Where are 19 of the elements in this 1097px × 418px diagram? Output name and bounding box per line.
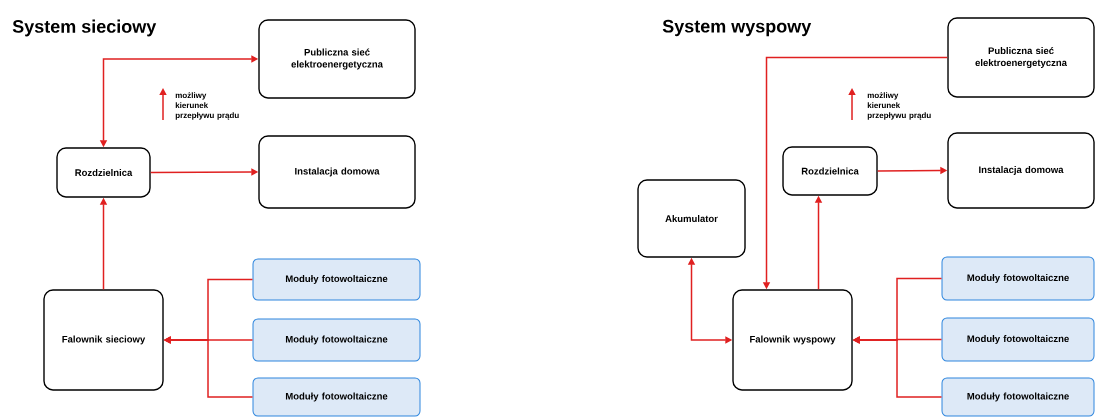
process-box: Publiczna sieć elektroenergetyczna bbox=[947, 17, 1095, 98]
process-box: Falownik wyspowy bbox=[732, 289, 853, 391]
process-box: Rozdzielnica bbox=[56, 147, 151, 198]
process-box: Rozdzielnica bbox=[782, 146, 878, 196]
module-box: Moduły fotowoltaiczne bbox=[252, 318, 421, 362]
module-box: Moduły fotowoltaiczne bbox=[941, 317, 1095, 362]
process-box: Falownik sieciowy bbox=[43, 289, 164, 391]
process-box: Publiczna sieć elektroenergetyczna bbox=[258, 19, 416, 99]
title: System wyspowy bbox=[662, 19, 812, 37]
title: System sieciowy bbox=[12, 19, 157, 37]
note-text: możliwy kierunek przepływu prądu bbox=[175, 92, 239, 120]
module-box: Moduły fotowoltaiczne bbox=[941, 377, 1095, 417]
module-box: Moduły fotowoltaiczne bbox=[941, 256, 1095, 301]
note-text: możliwy kierunek przepływu prądu bbox=[867, 92, 931, 120]
module-box: Moduły fotowoltaiczne bbox=[252, 377, 421, 417]
process-box: Instalacja domowa bbox=[258, 135, 416, 209]
process-box: Instalacja domowa bbox=[947, 132, 1095, 209]
module-box: Moduły fotowoltaiczne bbox=[252, 258, 421, 301]
process-box: Akumulator bbox=[637, 179, 746, 258]
